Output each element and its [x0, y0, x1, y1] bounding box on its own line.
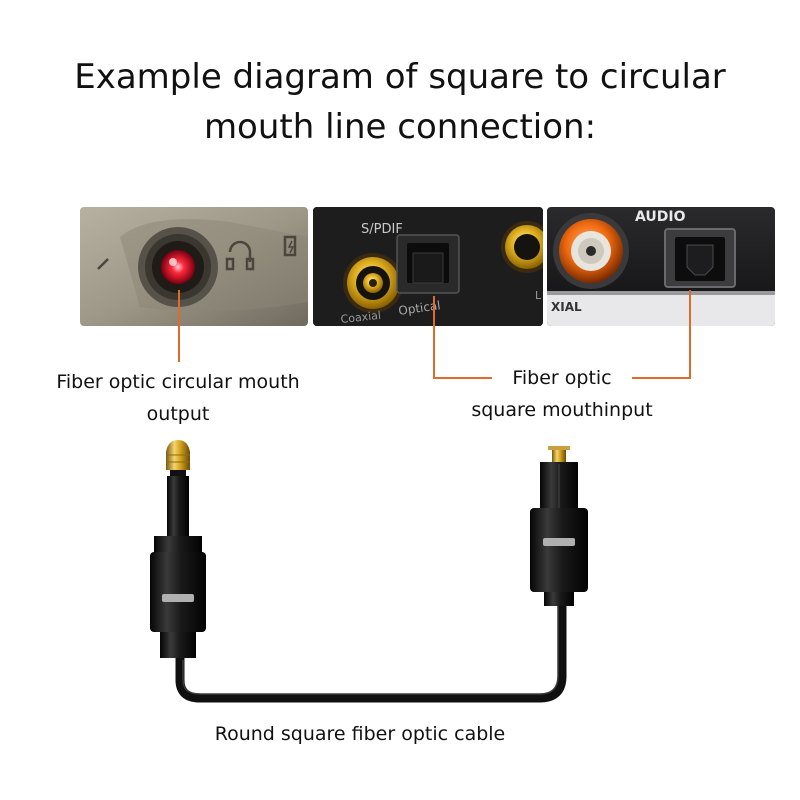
coaxial-label: Coaxial — [340, 309, 382, 326]
spdif-label: S/PDIF — [361, 222, 403, 237]
photo-audio-panel: AUDIO XIAL — [547, 207, 775, 326]
photo-circular-output — [80, 207, 308, 326]
title-line-2: mouth line connection: — [203, 107, 597, 147]
label-square-line-1: Fiber optic — [512, 367, 612, 389]
photo-spdif-panel: S/PDIF Coaxial Optical L — [313, 207, 543, 326]
optical-label: Optical — [397, 298, 441, 318]
diagram-title: Example diagram of square to circular mo… — [0, 52, 800, 152]
label-circular-output: Fiber optic circular mouth output — [30, 366, 326, 430]
label-cable: Round square fiber optic cable — [214, 723, 506, 745]
label-circular-line-2: output — [146, 403, 210, 425]
label-square-line-2: square mouthinput — [471, 399, 653, 421]
title-line-1: Example diagram of square to circular — [74, 57, 726, 97]
square-plug — [530, 446, 588, 606]
xial-label: XIAL — [551, 300, 582, 314]
audio-label: AUDIO — [635, 209, 686, 225]
label-circular-line-1: Fiber optic circular mouth — [56, 371, 300, 393]
svg-text:L: L — [535, 289, 542, 302]
leader-line-square-left — [433, 296, 492, 379]
label-square-input: Fiber optic square mouthinput — [452, 362, 672, 426]
round-plug — [150, 440, 206, 658]
leader-line-square-right — [632, 290, 691, 379]
